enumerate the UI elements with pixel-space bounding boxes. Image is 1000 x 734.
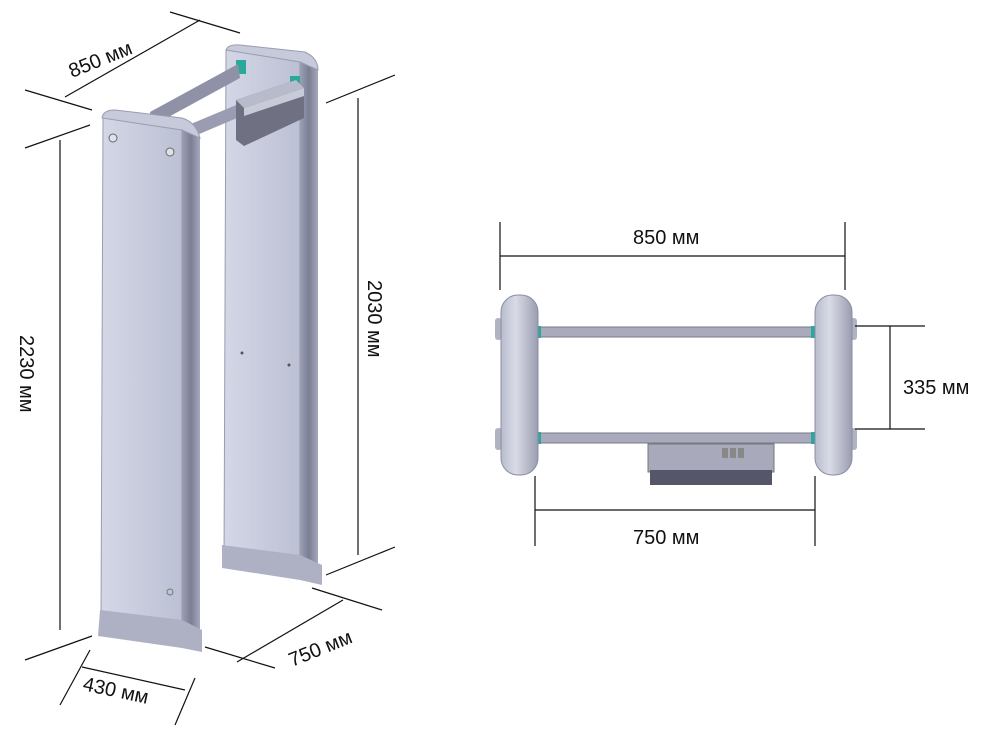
control-unit [236,80,304,146]
screw-icon [108,133,118,143]
screw-icon [165,147,175,157]
passage-label-iso: 750 мм [286,626,356,671]
isometric-gate [98,44,322,652]
top-beam-upper [536,326,816,338]
width-label-top: 850 мм [633,227,699,249]
connector [236,60,246,74]
width-label-iso: 850 мм [66,37,136,82]
upper-beam [150,64,240,126]
depth-label: 430 мм [81,673,151,708]
front-pillar [98,109,202,652]
top-pillar-left [500,294,539,476]
beam-spacing-label: 335 мм [903,377,969,399]
total-height-label: 2230 мм [15,335,37,413]
top-pillar-right [814,294,853,476]
back-pillar [222,44,322,585]
panel-height-label: 2030 мм [363,280,385,358]
top-view-gate [495,294,857,485]
top-beam-lower [536,432,816,444]
top-control-unit [647,443,775,485]
passage-label-top: 750 мм [633,527,699,549]
dimension-lines-top [499,222,925,546]
dimension-lines-isometric [24,11,396,726]
